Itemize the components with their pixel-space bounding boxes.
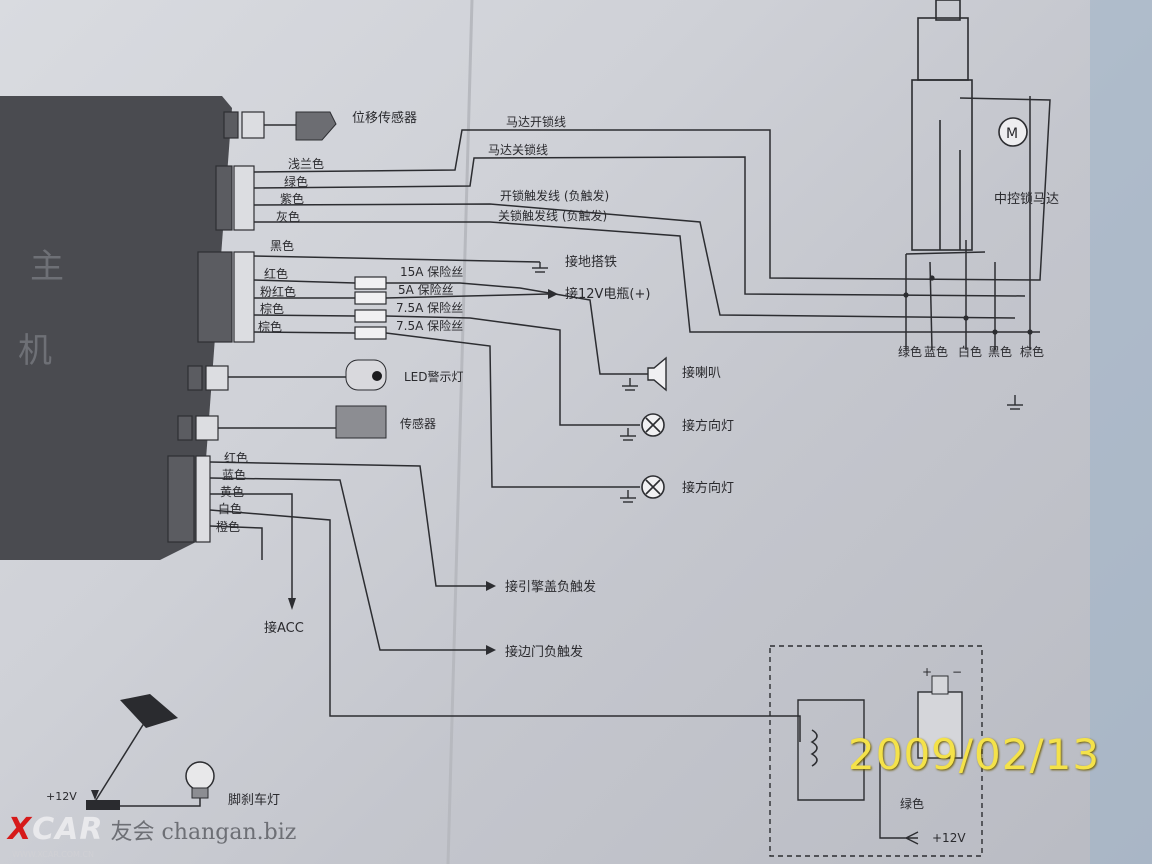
- battery-label: 接12V电瓶(+): [565, 286, 650, 302]
- date-stamp: 2009/02/13: [848, 730, 1101, 779]
- fuse-5a-icon: [354, 291, 387, 305]
- turn-light-2-label: 接方向灯: [682, 480, 734, 496]
- main-unit-box: [0, 96, 232, 560]
- plug-5: [195, 415, 219, 441]
- hood-trigger-label: 接引擎盖负触发: [505, 579, 596, 595]
- relay-box: [769, 645, 983, 857]
- wire-bottom-1: 红色: [224, 450, 248, 465]
- lock-wire-1: 绿色: [898, 344, 922, 359]
- turn-light-1-label: 接方向灯: [682, 418, 734, 434]
- wire-mid-1: 黑色: [270, 239, 294, 253]
- watermark: XCAR 友会 changan.biz WWW.XCAR.COM.CN: [8, 812, 297, 859]
- wire-mid-5: 棕色: [258, 319, 282, 334]
- connector-2: [215, 165, 233, 231]
- blue-edge: [1090, 0, 1152, 864]
- fuse-label-3: 7.5A 保险丝: [396, 300, 463, 315]
- wire-bottom-3: 黄色: [220, 485, 244, 499]
- turn-light-icons: [641, 413, 665, 499]
- sensor-label: 传感器: [400, 416, 436, 431]
- connector-6: [167, 455, 195, 543]
- lock-trigger-label: 关锁触发线 (负触发): [498, 208, 607, 223]
- arrows: [91, 289, 558, 800]
- unlock-trigger-label: 开锁触发线 (负触发): [500, 188, 609, 203]
- coil-icon: [810, 729, 818, 767]
- displacement-sensor-icon: [295, 111, 337, 141]
- motor-icon: [998, 117, 1028, 147]
- lock-wire-4: 黑色: [988, 345, 1012, 359]
- brake-plus12v-label: +12V: [46, 790, 77, 803]
- siren-minus-label: −: [952, 665, 962, 679]
- motor-unlock-label: 马达开锁线: [506, 114, 566, 129]
- sensor-icon: [335, 405, 387, 439]
- watermark-text: 友会 changan.biz: [110, 820, 297, 845]
- lock-wire-5: 棕色: [1020, 344, 1044, 359]
- brake-pedal-icon: [120, 694, 178, 728]
- led-label: LED警示灯: [404, 369, 464, 384]
- fuse-7a5-2-icon: [354, 326, 387, 340]
- fuse-15a-icon: [354, 276, 387, 290]
- plug-6: [195, 455, 211, 543]
- wire-top-1: 浅兰色: [288, 157, 324, 171]
- fuses: [354, 276, 387, 340]
- wire-top-2: 绿色: [284, 174, 308, 189]
- connector-5: [177, 415, 193, 441]
- brake-switch-icon: [86, 800, 120, 810]
- plug-2: [233, 165, 255, 231]
- plug-4: [205, 365, 229, 391]
- wire-bottom-2: 蓝色: [222, 468, 246, 482]
- lock-wire-2: 蓝色: [924, 345, 948, 359]
- ground-symbols: [532, 262, 1023, 503]
- wire-mid-4: 棕色: [260, 301, 284, 316]
- ground-label: 接地搭铁: [565, 254, 617, 270]
- fuse-label-2: 5A 保险丝: [398, 282, 454, 297]
- paper-fold: [446, 0, 474, 864]
- watermark-sub: WWW.XCAR.COM.CN: [12, 850, 95, 859]
- door-trigger-label: 接边门负触发: [505, 644, 583, 660]
- displacement-sensor-label: 位移传感器: [352, 110, 417, 126]
- connector-4: [187, 365, 203, 391]
- junction-dots: [903, 275, 1033, 335]
- wire-mid-3: 粉红色: [260, 284, 296, 299]
- plug-1: [241, 111, 265, 139]
- fuse-label-1: 15A 保险丝: [400, 264, 463, 279]
- acc-label: 接ACC: [264, 620, 304, 636]
- siren-icon: [917, 691, 963, 759]
- lock-wire-3: 白色: [958, 344, 982, 359]
- lock-motor-assembly: [911, 0, 973, 251]
- led-icon: [345, 359, 387, 391]
- connector-3: [197, 251, 233, 343]
- main-unit-char1: 主: [30, 247, 64, 287]
- horn-icon: [647, 356, 667, 392]
- wire-mid-2: 红色: [264, 266, 288, 281]
- fuse-label-4: 7.5A 保险丝: [396, 318, 463, 333]
- main-unit-char2: 机: [18, 331, 52, 371]
- horn-label: 接喇叭: [682, 365, 721, 381]
- relay-plus12v-label: +12V: [932, 831, 966, 845]
- wire-bottom-5: 橙色: [216, 519, 240, 534]
- watermark-brand: XCAR: [8, 812, 104, 847]
- motor-lock-label: 马达关锁线: [488, 142, 548, 157]
- connector-1: [223, 111, 239, 139]
- fuse-7a5-1-icon: [354, 309, 387, 323]
- relay-wire-label: 绿色: [900, 796, 924, 811]
- motor-symbol: M: [1006, 126, 1018, 142]
- central-lock-motor-label: 中控锁马达: [994, 191, 1059, 207]
- brake-light-icon: [185, 761, 215, 791]
- siren-plus-label: +: [922, 665, 932, 679]
- brake-light-label: 脚刹车灯: [228, 792, 280, 808]
- plug-3: [233, 251, 255, 343]
- wire-bottom-4: 白色: [218, 501, 242, 516]
- wire-top-4: 灰色: [276, 210, 300, 224]
- wire-top-3: 紫色: [280, 192, 304, 206]
